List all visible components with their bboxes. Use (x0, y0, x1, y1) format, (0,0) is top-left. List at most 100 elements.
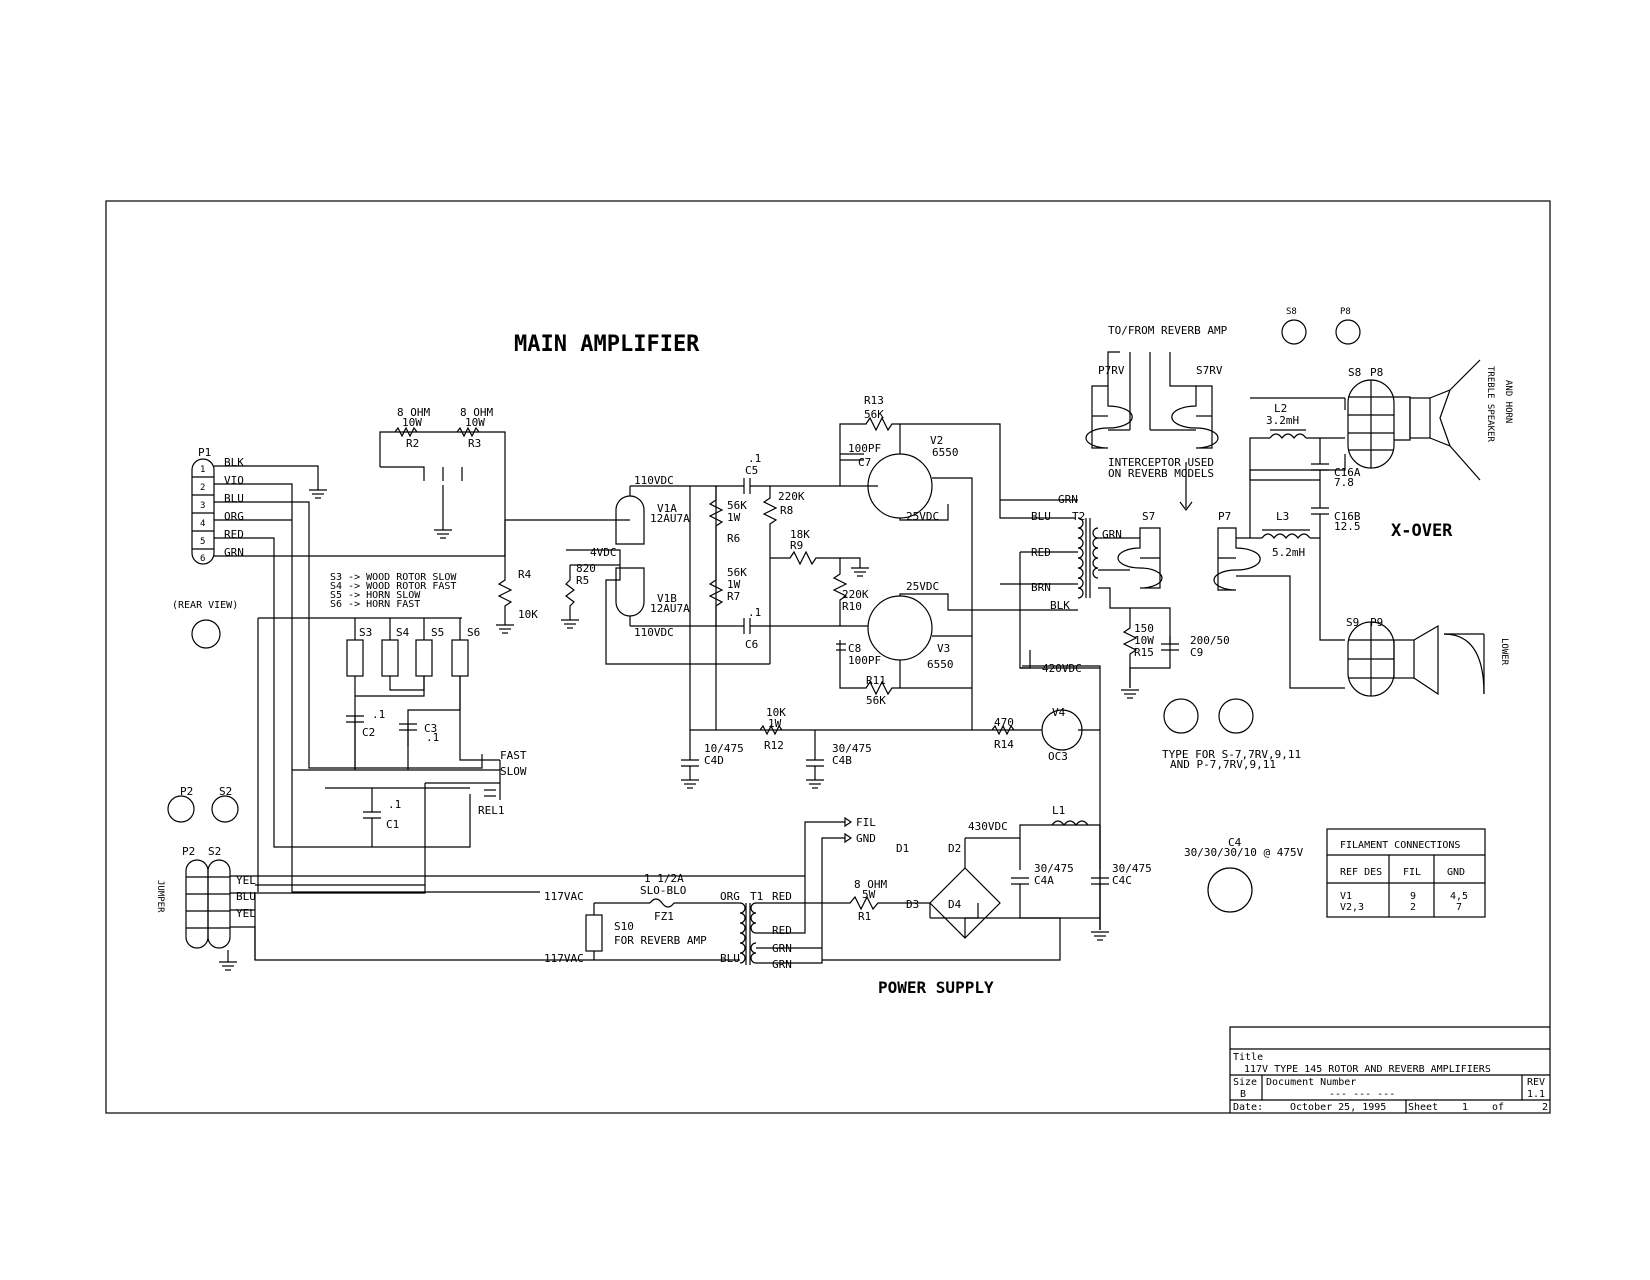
t1-red-2: RED (772, 924, 792, 937)
s5-label: S5 (431, 626, 444, 639)
d3-label: D3 (906, 898, 919, 911)
r3-watt: 10W (465, 416, 485, 429)
interceptor-line-2: ON REVERB MODELS (1108, 467, 1214, 480)
p1-wires (214, 465, 540, 893)
filament-row1-gnd: 4,5 (1450, 891, 1468, 902)
date-value: October 25, 1995 (1290, 1102, 1386, 1113)
docnum-label: Document Number (1266, 1077, 1356, 1088)
r12-value: 10K (766, 706, 786, 719)
r14-value: 470 (994, 716, 1014, 729)
l3-value: 5.2mH (1272, 546, 1305, 559)
c2-name: C2 (362, 726, 375, 739)
filament-row2-gnd: 7 (1456, 902, 1462, 913)
c4b-value: 30/475 (832, 742, 872, 755)
r10-name: R10 (842, 600, 862, 613)
p1-connector (191, 458, 215, 565)
fz1-name: FZ1 (654, 910, 674, 923)
fz1-type: SLO-BLO (640, 884, 686, 897)
filament-row1-ref: V1 (1340, 891, 1352, 902)
v4-label: V4 (1052, 706, 1066, 719)
filament-header-gnd: GND (1447, 867, 1465, 878)
r7-value: 56K (727, 566, 747, 579)
p2-label: P2 (182, 845, 195, 858)
c4-value: 30/30/30/10 @ 475V (1184, 846, 1304, 859)
title-label: Title (1233, 1052, 1263, 1063)
p1-pin-6: 6 (200, 554, 205, 564)
v2-label: V2 (930, 434, 943, 447)
c16a-value: 7.8 (1334, 476, 1354, 489)
r4-value: 10K (518, 608, 538, 621)
l2-value: 3.2mH (1266, 414, 1299, 427)
s10-label: S10 (614, 920, 634, 933)
p2-label-top: P2 (180, 785, 193, 798)
c16b-name: C16B (1334, 510, 1361, 523)
v4-oc3 (1022, 665, 1101, 751)
r2-name: R2 (406, 437, 419, 450)
r2-r3-network (379, 426, 506, 556)
date-label: Date: (1233, 1102, 1263, 1113)
size-value: B (1240, 1089, 1246, 1100)
r13-value: 56K (864, 408, 884, 421)
t2-blu-label: BLU (1031, 510, 1051, 523)
v2-type: 6550 (932, 446, 959, 459)
c7-name: C7 (858, 456, 871, 469)
r8-name: R8 (780, 504, 793, 517)
filament-row2-fil: 2 (1410, 902, 1416, 913)
r6-r10-resistors (708, 486, 869, 664)
p1-wire-4: ORG (224, 510, 244, 523)
t2-red-label: RED (1031, 546, 1051, 559)
vdc-110-top: 110VDC (634, 474, 674, 487)
c16b-value: 12.5 (1334, 520, 1361, 533)
s4-label: S4 (396, 626, 410, 639)
p1-pin-1: 1 (200, 465, 205, 475)
v1a-type: 12AU7A (650, 512, 690, 525)
r10-value: 220K (842, 588, 869, 601)
v3-tube (836, 593, 1078, 696)
horn-label: AND HORN (1503, 380, 1513, 423)
heading-power-supply: POWER SUPPLY (878, 978, 994, 997)
r3-name: R3 (468, 437, 481, 450)
type-line-2: AND P-7,7RV,9,11 (1170, 758, 1276, 771)
treble-speaker-label: TREBLE SPEAKER (1485, 366, 1495, 442)
r12-name: R12 (764, 739, 784, 752)
c5-value: .1 (748, 452, 761, 465)
vac-117-bottom: 117VAC (544, 952, 584, 965)
t1-grn-2: GRN (772, 958, 792, 971)
p9-label: P9 (1370, 616, 1383, 629)
filament-header-fil: FIL (1403, 867, 1421, 878)
filament-header-ref: REF DES (1340, 867, 1382, 878)
r14-name: R14 (994, 738, 1014, 751)
of-label: of (1492, 1102, 1504, 1113)
t1-red-1: RED (772, 890, 792, 903)
r4-name: R4 (518, 568, 532, 581)
interceptor-line-1: INTERCEPTOR USED (1108, 456, 1214, 469)
r8-value: 220K (778, 490, 805, 503)
p1-pin-5: 5 (200, 537, 205, 547)
sheet-value: 1 (1462, 1102, 1468, 1113)
r13-name: R13 (864, 394, 884, 407)
c1-value: .1 (388, 798, 401, 811)
power-supply (585, 816, 1109, 965)
r15-c9 (1121, 608, 1179, 699)
p7-label: P7 (1218, 510, 1231, 523)
s8-socket-label: S8 (1286, 307, 1297, 317)
socket-icons (1163, 319, 1361, 913)
c9-value: 200/50 (1190, 634, 1230, 647)
s2-label-top: S2 (219, 785, 232, 798)
filament-table-lines (1326, 828, 1486, 918)
rear-view-label: (REAR VIEW) (172, 600, 238, 611)
r15-value: 150 (1134, 622, 1154, 635)
p2-wire-yel-2: YEL (236, 907, 256, 920)
c3-value: .1 (426, 731, 439, 744)
rotor-switches (257, 617, 500, 892)
rear-view-socket (191, 619, 221, 649)
t1-org-label: ORG (720, 890, 740, 903)
c5-name: C5 (745, 464, 758, 477)
p8-label: P8 (1370, 366, 1383, 379)
reverb-interceptor (1085, 351, 1219, 511)
v3-type: 6550 (927, 658, 954, 671)
r7-name: R7 (727, 590, 740, 603)
gnd-label: GND (856, 832, 876, 845)
type-line-1: TYPE FOR S-7,7RV,9,11 (1162, 748, 1301, 761)
r1-watt: 5W (862, 888, 876, 901)
